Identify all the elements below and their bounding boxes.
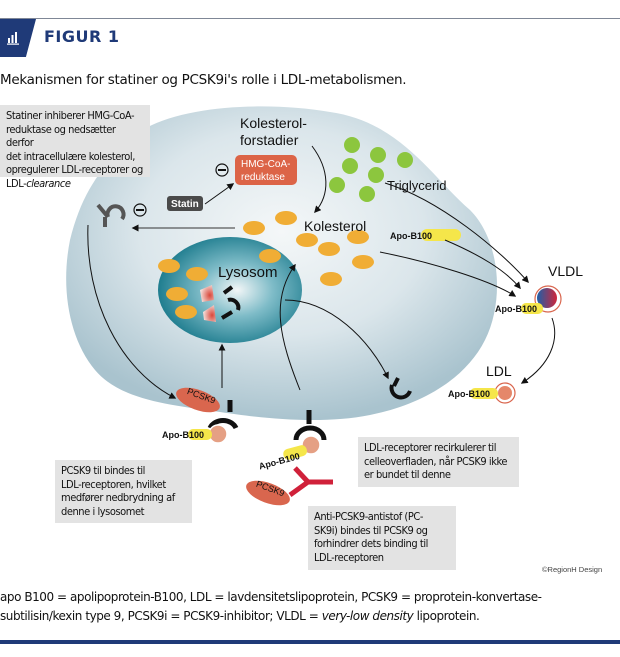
- vldl-particle: [537, 288, 557, 308]
- apob-label: Apo-B100: [390, 231, 432, 241]
- degraded-fragment: [200, 285, 214, 302]
- figure-title: FIGUR 1: [44, 27, 120, 46]
- hmg-coa-reductase-box: [235, 155, 297, 185]
- statin-label: Statin: [171, 199, 199, 210]
- ldl-receptor-grey: [96, 203, 126, 221]
- statin-arrow: [204, 183, 235, 205]
- inhibit-icon: [215, 163, 229, 177]
- ldl-receptor-bound: [207, 400, 239, 430]
- vldl-label: VLDL: [548, 263, 583, 279]
- apob-vldl-label: Apo-B100: [495, 304, 537, 314]
- ldl-receptor-free: [293, 410, 327, 441]
- footnote-italic-text: very-low density: [321, 609, 414, 623]
- cholesterol-label: Kolesterol: [304, 218, 366, 234]
- hmg-label-line2: reduktase: [241, 172, 285, 183]
- pcsk9-bound: [176, 387, 220, 413]
- bar-chart-icon: [7, 32, 19, 45]
- anti-pcsk9-antibody: [288, 466, 333, 498]
- footnote: apo B100 = apolipoprotein-B100, LDL = la…: [0, 588, 620, 626]
- triglyceride-label: Triglycerid: [387, 178, 446, 193]
- callout-line: PCSK9 til bindes til: [61, 464, 145, 477]
- recycle-callout: LDL-receptorer recirkulerer til celleove…: [358, 437, 519, 487]
- recycle-arrow-up: [279, 263, 301, 391]
- callout-line: reduktase og nedsætter derfor: [6, 122, 116, 150]
- ldl-particle: [498, 386, 512, 400]
- callout-line: LDL-clearance: [6, 177, 144, 191]
- precursor-label-line1: Kolesterol-: [240, 115, 307, 131]
- ldl-metabolism-diagram: Lysosom Kolesterol- forstadier HMG-CoA- …: [66, 106, 583, 506]
- footnote-text: subtilisin/kexin type 9, PCSK9i = PCSK9-…: [0, 609, 322, 623]
- callout-line: denne i lysosomet: [61, 504, 145, 518]
- callout-line: Statiner inhiberer HMG-CoA-: [6, 109, 135, 122]
- vldl-to-ldl-arrow: [520, 317, 556, 384]
- cholesterol-particles: [158, 211, 374, 319]
- apob-ldl-label: Apo-B100: [448, 389, 490, 399]
- antibody-callout: Anti-PCSK9-antistof (PC- SK9i) bindes ti…: [308, 506, 456, 570]
- callout-line: LDL-receptoren: [314, 550, 384, 564]
- lysosome-label: Lysosom: [218, 264, 277, 281]
- recycle-arrow-out: [284, 299, 389, 380]
- pcsk9-callout: PCSK9 til bindes til LDL-receptoren, hvi…: [55, 460, 192, 523]
- ldl-receptor-recycled: [389, 377, 412, 400]
- statin-badge: [167, 196, 203, 211]
- image-credit: ©RegionH Design: [542, 565, 603, 574]
- footnote-line-2: subtilisin/kexin type 9, PCSK9i = PCSK9-…: [0, 607, 620, 626]
- triglyceride-particles: [329, 137, 413, 202]
- inhibit-icon: [133, 203, 147, 217]
- precursor-label-line2: forstadier: [240, 132, 299, 148]
- receptor-to-surface-arrow: [87, 224, 177, 399]
- callout-text: LDL-: [6, 176, 27, 190]
- callout-line: SK9i) bindes til PCSK9 og: [314, 523, 428, 537]
- hmg-label-line1: HMG-CoA-: [241, 159, 290, 170]
- callout-line: celleoverfladen, når PCSK9 ikke: [364, 454, 508, 468]
- statin-callout: Statiner inhiberer HMG-CoA- reduktase og…: [0, 105, 150, 190]
- top-rule: [0, 18, 620, 19]
- callout-line: medfører nedbrydning af: [61, 491, 175, 505]
- apob-tag: [421, 229, 461, 241]
- figure-subtitle: Mekanismen for statiner og PCSK9i's roll…: [0, 72, 407, 88]
- callout-line: forhindrer dets binding til: [314, 537, 428, 551]
- callout-line: LDL-receptorer recirkulerer til: [364, 441, 497, 454]
- callout-line: er bundet til denne: [364, 468, 451, 482]
- ldl-label: LDL: [486, 363, 512, 379]
- callout-italic-text: clearance: [26, 176, 71, 190]
- callout-line: opregulerer LDL-receptorer og: [6, 163, 143, 177]
- callout-line: Anti-PCSK9-antistof (PC-: [314, 510, 423, 523]
- degraded-receptor-fragment: [220, 285, 241, 320]
- pcsk9-antibody-target: [246, 480, 290, 506]
- footnote-line-1: apo B100 = apolipoprotein-B100, LDL = la…: [0, 590, 542, 604]
- callout-line: LDL-receptoren, hvilket: [61, 477, 166, 491]
- apob-free-label: Apo-B100: [258, 451, 301, 472]
- apob-bound-label: Apo-B100: [162, 430, 204, 440]
- bottom-rule: [0, 640, 620, 644]
- footnote-text: lipoprotein.: [413, 609, 480, 623]
- callout-line: det intracellulære kolesterol,: [6, 149, 135, 163]
- degraded-fragment: [203, 305, 216, 322]
- precursor-arrow: [311, 145, 327, 214]
